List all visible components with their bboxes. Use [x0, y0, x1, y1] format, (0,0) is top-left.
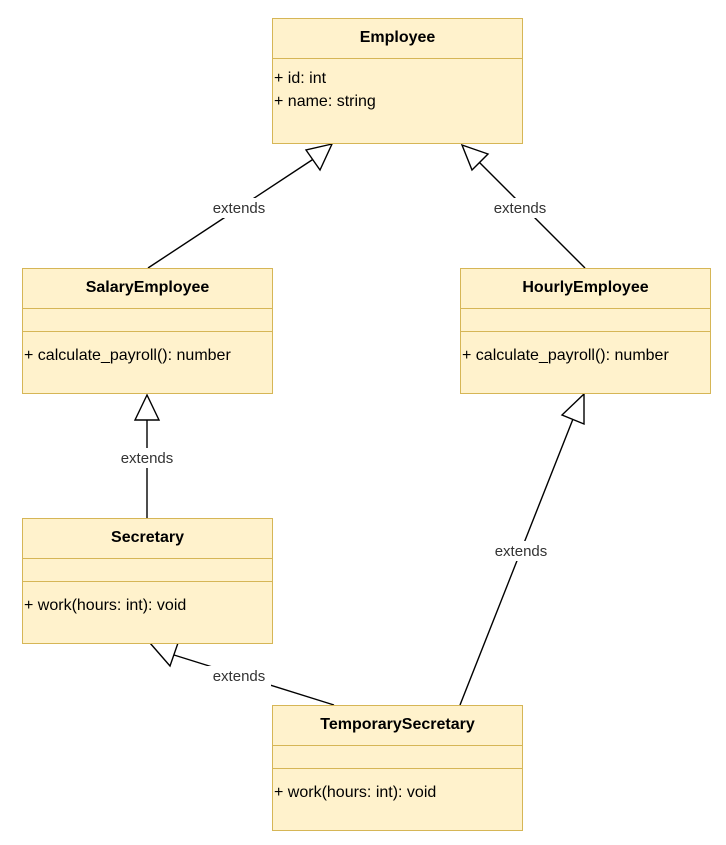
attributes-salary-employee	[23, 309, 272, 332]
edge-temp-hourly: extends	[459, 392, 585, 706]
operations-hourly-employee: + calculate_payroll(): number	[461, 332, 710, 367]
attributes-employee: + id: int + name: string	[273, 59, 522, 113]
class-salary-employee[interactable]: SalaryEmployee + calculate_payroll(): nu…	[22, 268, 273, 394]
operations-secretary: + work(hours: int): void	[23, 582, 272, 617]
operation-work: + work(hours: int): void	[24, 597, 187, 614]
edge-hourly-employee: extends	[460, 143, 586, 269]
edge-label-temp-hourly: extends	[495, 543, 548, 560]
edge-temp-secretary: extends	[148, 642, 335, 706]
attribute-name: + name: string	[274, 93, 376, 110]
edge-secretary-salary: extends	[114, 393, 180, 518]
operation-work: + work(hours: int): void	[274, 784, 437, 801]
operations-salary-employee: + calculate_payroll(): number	[23, 332, 272, 367]
attributes-secretary	[23, 559, 272, 582]
attributes-temporary-secretary	[273, 746, 522, 769]
class-temporary-secretary[interactable]: TemporarySecretary + work(hours: int): v…	[272, 705, 523, 831]
class-employee[interactable]: Employee + id: int + name: string	[272, 18, 523, 144]
operations-temporary-secretary: + work(hours: int): void	[273, 769, 522, 804]
edge-label-secretary-salary: extends	[121, 450, 174, 467]
operation-calculate-payroll: + calculate_payroll(): number	[24, 347, 231, 364]
attributes-hourly-employee	[461, 309, 710, 332]
operation-calculate-payroll: + calculate_payroll(): number	[462, 347, 669, 364]
class-name-secretary: Secretary	[23, 519, 272, 559]
class-name-salary-employee: SalaryEmployee	[23, 269, 272, 309]
class-secretary[interactable]: Secretary + work(hours: int): void	[22, 518, 273, 644]
edge-label-hourly-employee: extends	[494, 200, 547, 217]
edge-label-salary-employee: extends	[213, 200, 266, 217]
class-name-temporary-secretary: TemporarySecretary	[273, 706, 522, 746]
edge-label-temp-secretary: extends	[213, 668, 266, 685]
attribute-id: + id: int	[274, 70, 327, 87]
edge-salary-employee: extends	[147, 142, 334, 269]
class-name-employee: Employee	[273, 19, 522, 59]
class-name-hourly-employee: HourlyEmployee	[461, 269, 710, 309]
class-hourly-employee[interactable]: HourlyEmployee + calculate_payroll(): nu…	[460, 268, 711, 394]
